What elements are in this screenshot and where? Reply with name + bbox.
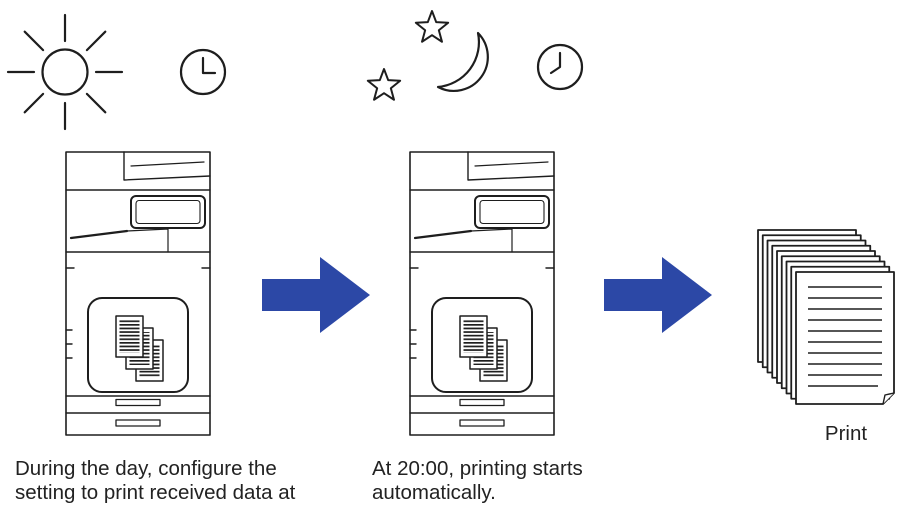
sun-icon [6,13,124,131]
star-outline [366,68,402,101]
drawer-marks [65,267,211,359]
document-feeder [123,151,211,181]
sun-ray [23,30,45,52]
control-panel-screen [135,199,201,225]
sheet-text-lines [808,286,882,387]
output-tray [413,229,473,240]
control-panel-screen [479,199,545,225]
drawer-handle [115,398,161,407]
document-feeder [467,151,555,181]
star-icon [366,68,402,101]
arrow-right-icon [604,257,712,333]
document-feeder-tray [130,161,205,167]
captions: During the day, configure the setting to… [15,422,867,504]
sun-ray [85,30,107,52]
drawer-handle [459,419,505,427]
caption-step1-line2: setting to print received data at [15,481,296,504]
document-stack-icon [459,315,508,382]
sun-ray [23,92,45,114]
document-stack-icon [115,315,164,382]
print-label: Print [825,422,867,445]
output-tray-edge [470,228,513,253]
document-page-text [119,320,140,353]
moon-icon [436,31,489,92]
caption-step2-line2: automatically. [372,481,496,504]
document-page-text [463,320,484,353]
clock-icon [536,43,584,91]
multifunction-printer-icon [409,151,555,436]
moon-crescent [436,31,489,92]
sun-disc [41,48,89,96]
document-feeder-tray [474,161,549,167]
output-tray [69,229,129,240]
control-panel [130,195,206,229]
sun-ray [85,92,107,114]
output-tray-edge [126,228,169,253]
drawer-handle [459,398,505,407]
star-outline [414,10,450,43]
drawer-handle [115,419,161,427]
clock-icon [179,48,227,96]
drawer-marks [409,267,555,359]
arrow-right-icon [262,257,370,333]
clock-face [179,48,227,96]
printed-sheet-front [795,271,895,405]
star-icon [414,10,450,43]
clock-face [536,43,584,91]
clock-hands [549,51,562,75]
sheet-folded-corner [882,392,895,405]
printed-pages-icon [757,229,895,405]
caption-step2-line1: At 20:00, printing starts [372,457,583,480]
clock-hands [201,56,217,75]
multifunction-printer-icon [65,151,211,436]
caption-step1-line1: During the day, configure the [15,457,277,480]
control-panel [474,195,550,229]
